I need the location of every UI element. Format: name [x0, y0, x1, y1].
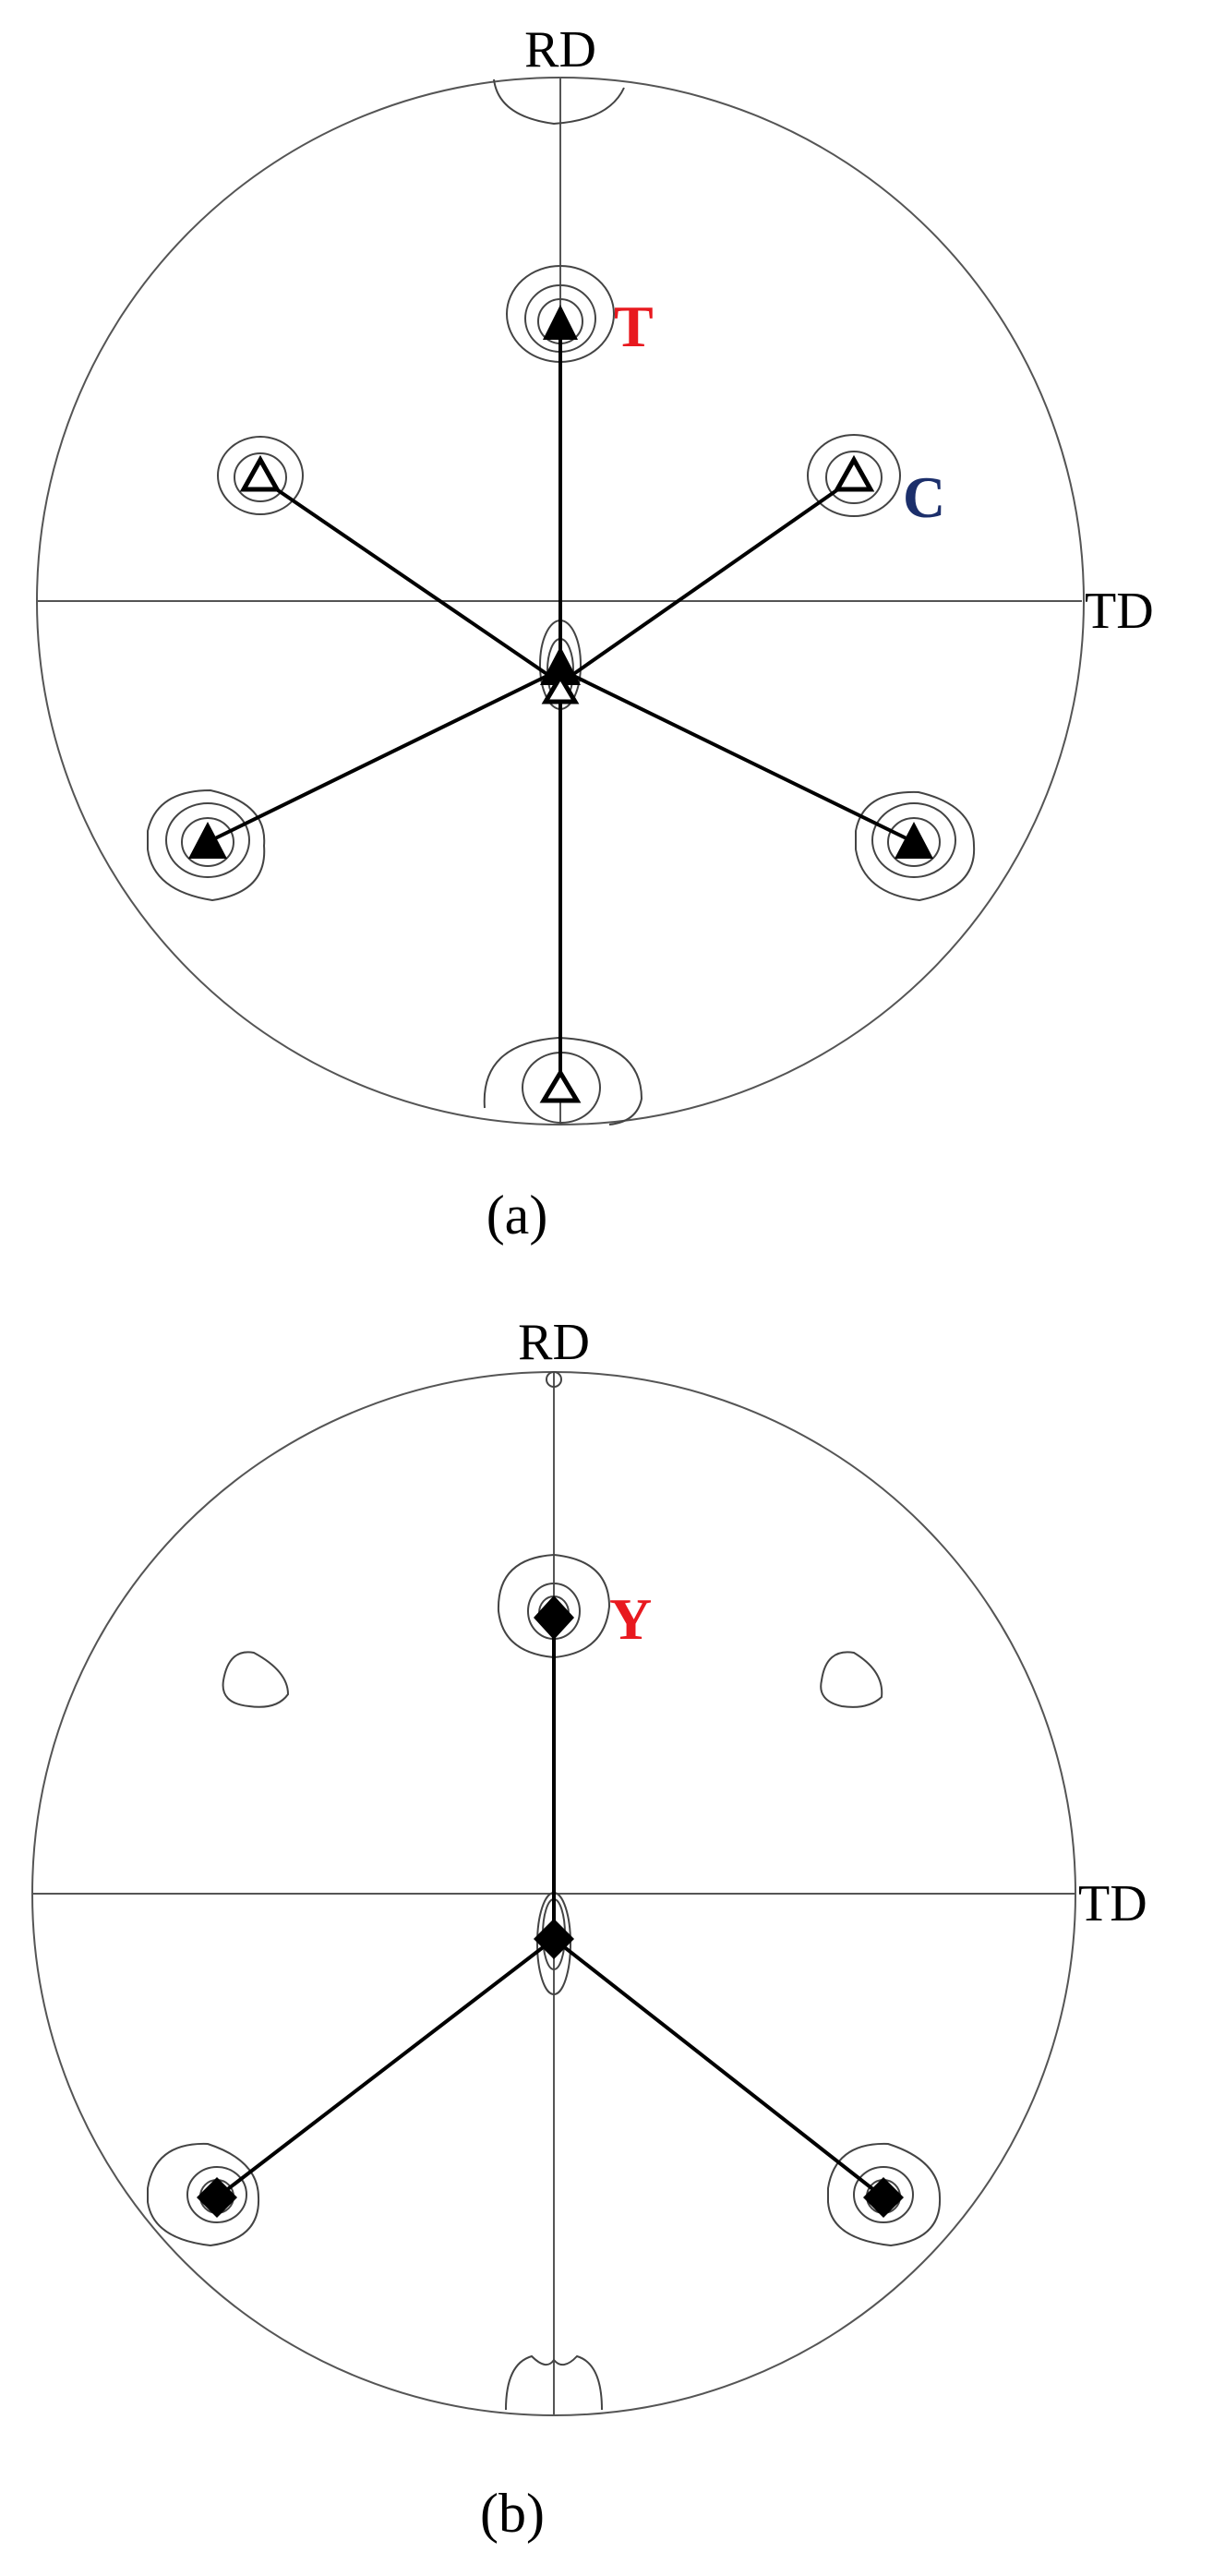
td-label-b: TD — [1078, 1875, 1147, 1932]
open-triangle-marker — [539, 1068, 582, 1103]
filled-triangle-marker — [188, 822, 227, 859]
filled-triangle-marker — [895, 822, 933, 859]
connecting-lines-a — [207, 325, 915, 1089]
filled-triangle-marker — [540, 646, 581, 685]
contours-a — [147, 78, 976, 1125]
connecting-lines-b — [215, 1618, 885, 2199]
caption-a: (a) — [486, 1185, 548, 1246]
marker-label-y: Y — [609, 1586, 652, 1652]
diamond-marker — [534, 1919, 574, 1959]
open-triangle-marker — [833, 454, 875, 492]
open-triangle-marker — [239, 454, 282, 492]
pole-figure-a: RD TD T C (a) — [36, 21, 1154, 1246]
open-triangle-marker — [541, 672, 580, 704]
rd-label-b: RD — [518, 1314, 590, 1371]
filled-triangle-marker — [543, 305, 578, 340]
pole-figure-b: RD TD Y (b) — [31, 1314, 1147, 2544]
marker-label-c: C — [903, 464, 945, 530]
diamond-marker — [863, 2177, 904, 2218]
contour-rd-top-a — [493, 78, 625, 126]
td-label-a: TD — [1085, 583, 1154, 640]
marker-label-t: T — [614, 294, 654, 359]
contours-b — [147, 1371, 942, 2411]
diamond-marker — [534, 1595, 574, 1640]
rd-label-a: RD — [524, 21, 596, 78]
diamond-marker — [197, 2177, 237, 2218]
caption-b: (b) — [480, 2483, 545, 2544]
